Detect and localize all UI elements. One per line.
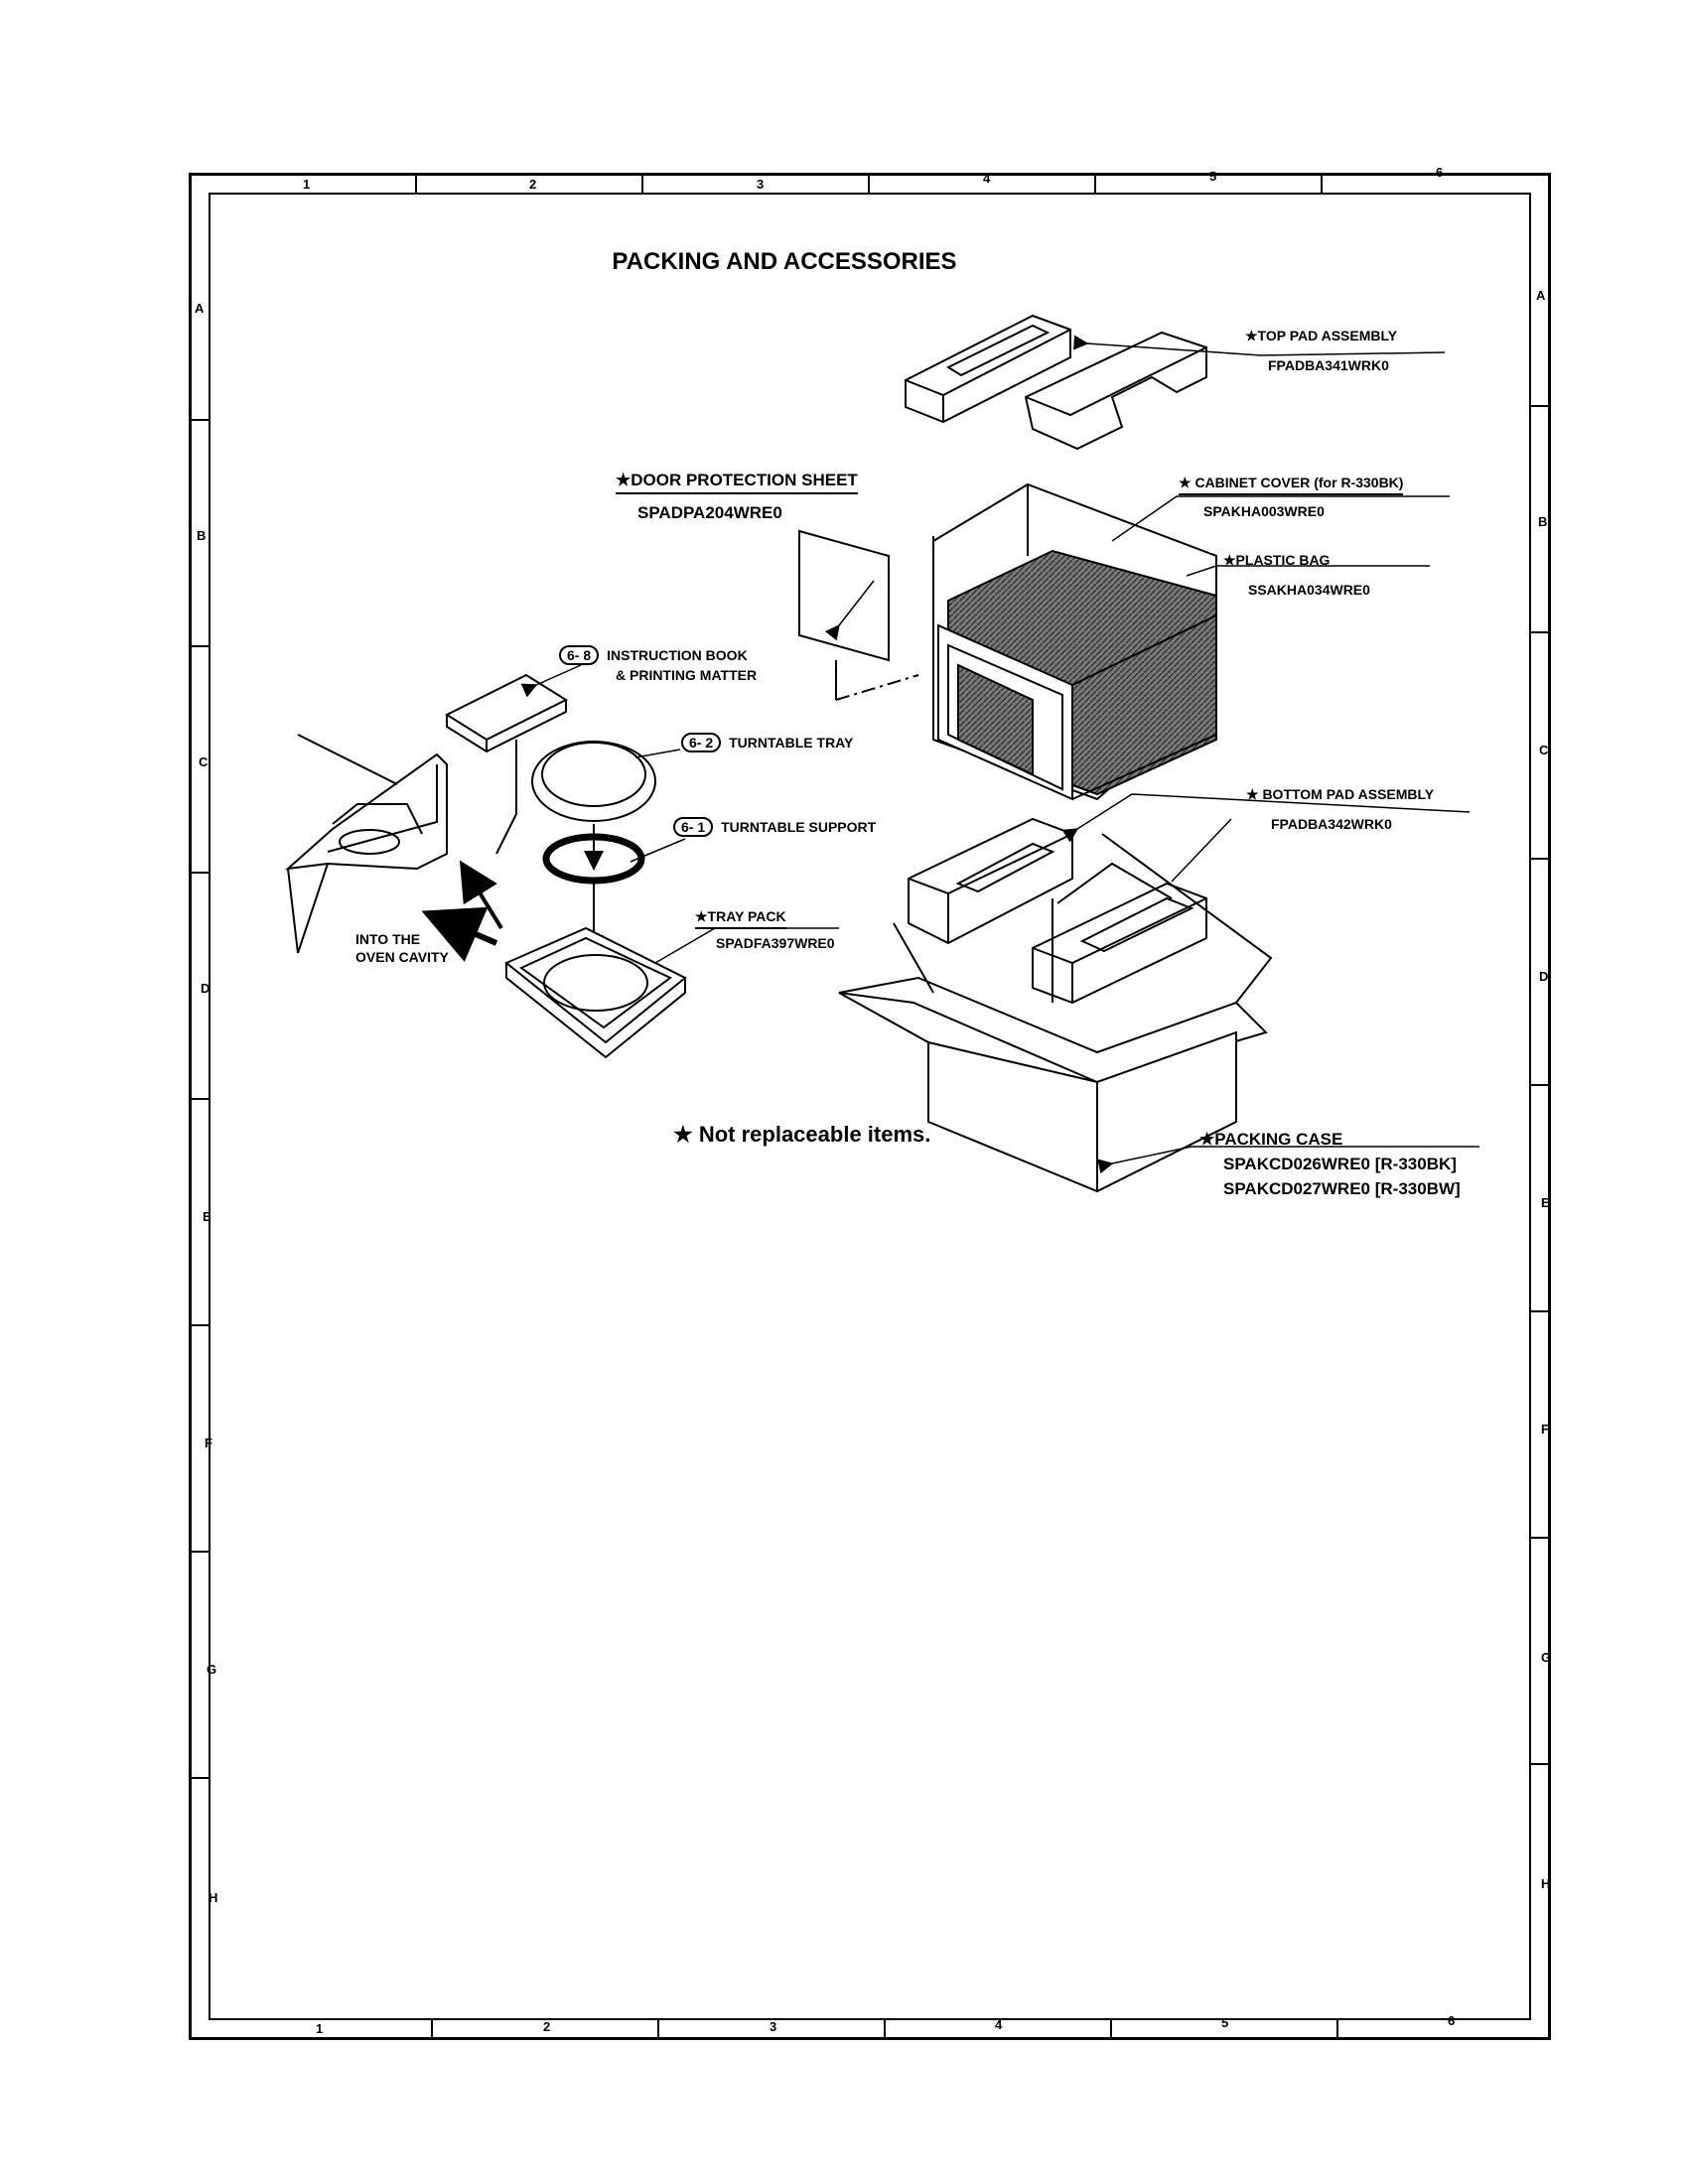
turntable-support-name: TURNTABLE SUPPORT [721, 819, 877, 835]
instruction-book-name-line1: INSTRUCTION BOOK [607, 647, 748, 663]
ruler-col-4-bottom: 4 [995, 2017, 1003, 2032]
tray-pack-code: SPADFA397WRE0 [716, 935, 835, 951]
ruler-row-a-left: A [195, 301, 205, 316]
ruler-row-c-right: C [1539, 743, 1549, 757]
callout-6-2: 6- 2 [681, 733, 722, 752]
top-pad-code: FPADBA341WRK0 [1268, 357, 1389, 373]
ruler-row-a-right: A [1536, 288, 1546, 303]
oven-cavity-drawing [284, 734, 448, 954]
packing-case-code-2: SPAKCD027WRE0 [R-330BW] [1223, 1179, 1461, 1198]
top-pad-name: ★TOP PAD ASSEMBLY [1245, 328, 1398, 343]
oven-note-line2: OVEN CAVITY [355, 949, 449, 965]
door-sheet-name: ★DOOR PROTECTION SHEET [616, 471, 858, 494]
ruler-row-d-right: D [1539, 969, 1549, 984]
tray-pack-name: ★TRAY PACK [695, 908, 786, 929]
ruler-col-3-top: 3 [757, 177, 765, 192]
tray-pack-drawing [504, 926, 687, 1059]
ruler-col-5-bottom: 5 [1221, 2015, 1229, 2030]
turntable-support-label: 6- 1 TURNTABLE SUPPORT [673, 817, 876, 837]
bottom-pad-name: ★ BOTTOM PAD ASSEMBLY [1246, 786, 1435, 802]
ruler-row-g-right: G [1541, 1650, 1552, 1665]
instruction-book-name-line2: & PRINTING MATTER [616, 667, 758, 683]
packing-case-drawing [838, 833, 1273, 1193]
door-protection-sheet-drawing [798, 529, 890, 662]
packing-case-name: ★PACKING CASE [1199, 1130, 1343, 1149]
door-sheet-code: SPADPA204WRE0 [637, 503, 782, 522]
ruler-row-d-left: D [201, 981, 210, 996]
ruler-col-3-bottom: 3 [770, 2019, 777, 2034]
ruler-row-e-left: E [203, 1209, 211, 1224]
ruler-col-4-top: 4 [983, 171, 991, 186]
ruler-row-e-right: E [1541, 1195, 1550, 1210]
footnote-not-replaceable: ★ Not replaceable items. [673, 1122, 931, 1147]
turntable-tray-label: 6- 2 TURNTABLE TRAY [681, 733, 853, 752]
instruction-book-label: 6- 8 INSTRUCTION BOOK [559, 645, 748, 665]
callout-6-1: 6- 1 [673, 817, 714, 837]
plastic-bag-code: SSAKHA034WRE0 [1248, 582, 1370, 598]
bottom-pad-code: FPADBA342WRK0 [1271, 816, 1392, 832]
page-title: PACKING AND ACCESSORIES [612, 248, 957, 275]
ruler-col-2-top: 2 [529, 177, 537, 192]
ruler-col-1-top: 1 [303, 177, 311, 192]
cabinet-cover-code: SPAKHA003WRE0 [1203, 503, 1325, 519]
ruler-col-6-bottom: 6 [1448, 2013, 1456, 2028]
turntable-tray-name: TURNTABLE TRAY [729, 735, 854, 751]
ruler-row-h-right: H [1541, 1876, 1551, 1891]
ruler-col-6-top: 6 [1436, 165, 1444, 180]
drawing-frame-outer [189, 173, 1551, 2040]
drawing-frame-inner [209, 193, 1531, 2020]
packing-case-code-1: SPAKCD026WRE0 [R-330BK] [1223, 1155, 1457, 1173]
ruler-col-1-bottom: 1 [316, 2021, 324, 2036]
ruler-row-c-left: C [199, 754, 209, 769]
ruler-row-b-left: B [197, 528, 207, 543]
callout-6-8: 6- 8 [559, 645, 600, 665]
ruler-col-2-bottom: 2 [543, 2019, 551, 2034]
ruler-row-g-left: G [207, 1662, 217, 1677]
ruler-row-f-left: F [205, 1435, 212, 1450]
ruler-row-f-right: F [1541, 1422, 1549, 1436]
top-pad-assembly-drawing [905, 314, 1207, 451]
oven-note-line1: INTO THE [355, 931, 421, 947]
ruler-col-5-top: 5 [1209, 169, 1217, 184]
bottom-pad-assembly-drawing [908, 817, 1207, 1005]
microwave-in-cabinet-drawing [932, 482, 1217, 801]
ruler-row-b-right: B [1538, 514, 1548, 529]
plastic-bag-name: ★PLASTIC BAG [1223, 552, 1331, 568]
cabinet-cover-name: ★ CABINET COVER (for R-330BK) [1179, 475, 1404, 495]
turntable-tray-drawing [531, 741, 656, 822]
ruler-row-h-left: H [209, 1890, 218, 1905]
